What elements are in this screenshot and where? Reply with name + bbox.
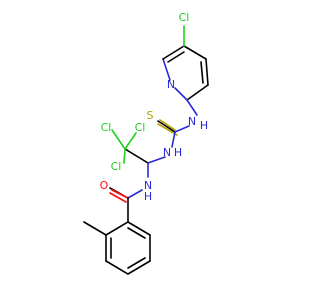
chlorine-label: Cl <box>111 160 122 173</box>
bond <box>159 119 176 131</box>
bond <box>127 227 146 239</box>
bond <box>124 148 149 164</box>
bond <box>127 257 146 269</box>
bond <box>124 132 137 150</box>
nitrogen-label: N <box>163 146 171 159</box>
nitrogen-label: N <box>144 179 152 192</box>
bond <box>111 129 126 150</box>
bond <box>183 45 207 60</box>
bond <box>157 120 176 133</box>
bond <box>127 221 151 236</box>
oxygen-label: O <box>100 179 109 192</box>
benzene-ring <box>83 221 151 275</box>
hydrogen-label: H <box>144 190 152 203</box>
nitrogen-label: N <box>167 78 175 91</box>
amide-group <box>109 187 143 223</box>
bond <box>109 192 127 203</box>
bond <box>147 156 166 164</box>
bond <box>162 45 185 60</box>
bond <box>167 51 185 63</box>
bond <box>157 123 178 136</box>
structure-svg: Cl N N H S N H Cl Cl Cl N H O <box>83 11 209 275</box>
bond <box>200 61 204 84</box>
bond <box>171 131 176 148</box>
bond <box>105 221 129 236</box>
bond <box>127 260 151 275</box>
bond <box>186 99 198 116</box>
chlorine-label: Cl <box>135 121 146 134</box>
bond <box>205 58 209 86</box>
thiourea-group <box>157 99 198 148</box>
chlorine-label: Cl <box>101 121 112 134</box>
sulfur-label: S <box>147 109 154 122</box>
bond <box>174 125 190 133</box>
molecule-diagram: Cl N N H S N H Cl Cl Cl N H O <box>83 11 209 275</box>
bond <box>111 189 129 199</box>
hydrogen-label: H <box>174 146 182 159</box>
atom-labels: Cl N N H S N H Cl Cl Cl N H O <box>100 11 208 203</box>
nitrogen-label: N <box>188 115 196 128</box>
bond <box>162 58 171 81</box>
bond <box>174 87 188 101</box>
bond <box>105 260 129 275</box>
pyridine-ring <box>162 25 209 101</box>
bond <box>127 189 143 199</box>
trichloroethyl-core <box>111 129 166 178</box>
hydrogen-label: H <box>200 119 208 132</box>
bond <box>123 148 126 164</box>
bond <box>83 221 107 236</box>
bond <box>186 84 209 101</box>
chlorine-label: Cl <box>179 11 190 24</box>
